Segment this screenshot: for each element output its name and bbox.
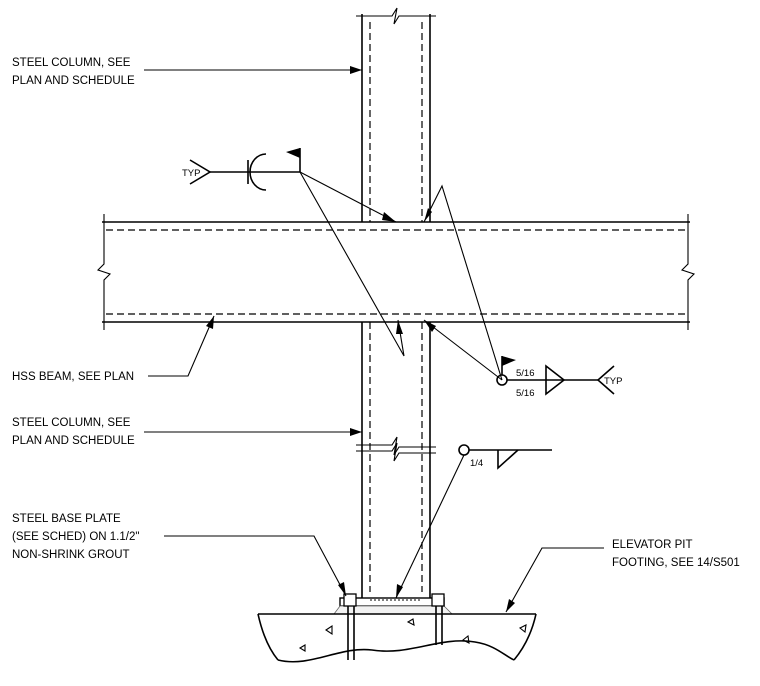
weld-leader-1 bbox=[299, 171, 397, 223]
all-around-weld-arc bbox=[249, 153, 267, 191]
anchor-bolt-nut-right bbox=[431, 593, 445, 607]
anchor-bolt-nut-left bbox=[343, 593, 357, 607]
steel-column-upper bbox=[356, 7, 436, 222]
svg-text:ELEVATOR PIT: ELEVATOR PIT bbox=[612, 539, 693, 551]
callout-steel-column-top: STEEL COLUMN, SEE PLAN AND SCHEDULE bbox=[12, 57, 362, 87]
weld-size-base: 1/4 bbox=[470, 458, 483, 469]
weld-symbol-right: 5/16 5/16 TYP bbox=[423, 184, 622, 399]
svg-text:PLAN AND SCHEDULE: PLAN AND SCHEDULE bbox=[12, 435, 135, 447]
elevator-pit-footing bbox=[257, 613, 537, 663]
svg-text:PLAN AND SCHEDULE: PLAN AND SCHEDULE bbox=[12, 75, 135, 87]
column-break-line-top bbox=[356, 7, 436, 25]
callout-hss-beam: HSS BEAM, SEE PLAN bbox=[12, 315, 215, 383]
base-plate-assembly bbox=[333, 593, 453, 660]
field-weld-flag-right bbox=[502, 356, 516, 366]
svg-text:STEEL BASE PLATE: STEEL BASE PLATE bbox=[12, 513, 121, 525]
callout-elevator-pit: ELEVATOR PIT FOOTING, SEE 14/S501 bbox=[505, 539, 740, 613]
svg-text:STEEL COLUMN, SEE: STEEL COLUMN, SEE bbox=[12, 417, 131, 429]
weld-size-bottom: 5/16 bbox=[516, 388, 535, 399]
callout-base-plate: STEEL BASE PLATE (SEE SCHED) ON 1.1/2" N… bbox=[12, 513, 347, 597]
all-around-weld-circle-base bbox=[458, 444, 470, 456]
svg-text:HSS BEAM, SEE PLAN: HSS BEAM, SEE PLAN bbox=[12, 371, 134, 383]
svg-text:FOOTING, SEE 14/S501: FOOTING, SEE 14/S501 bbox=[612, 557, 740, 569]
callout-steel-column-lower: STEEL COLUMN, SEE PLAN AND SCHEDULE bbox=[12, 417, 362, 447]
typ-label-right: TYP bbox=[604, 376, 622, 387]
beam-break-line-right bbox=[680, 214, 696, 330]
field-weld-flag-top bbox=[286, 148, 300, 158]
svg-text:STEEL COLUMN, SEE: STEEL COLUMN, SEE bbox=[12, 57, 131, 69]
beam-break-line-left bbox=[96, 214, 112, 330]
weld-size-top: 5/16 bbox=[516, 368, 535, 379]
weld-leader-base bbox=[395, 454, 465, 599]
hss-beam bbox=[96, 214, 696, 330]
svg-text:NON-SHRINK GROUT: NON-SHRINK GROUT bbox=[12, 549, 130, 561]
svg-text:(SEE SCHED) ON 1.1/2": (SEE SCHED) ON 1.1/2" bbox=[12, 531, 139, 543]
typ-label-top-left: TYP bbox=[182, 168, 200, 179]
weld-symbol-base: 1/4 bbox=[395, 444, 552, 599]
steel-column-lower bbox=[356, 322, 436, 598]
weld-leader-3 bbox=[423, 184, 503, 381]
grout-pad bbox=[333, 605, 453, 615]
column-break-line-mid-bottom bbox=[356, 442, 436, 462]
weld-leader-4 bbox=[423, 319, 503, 381]
weld-symbol-top-left: TYP bbox=[182, 148, 405, 357]
